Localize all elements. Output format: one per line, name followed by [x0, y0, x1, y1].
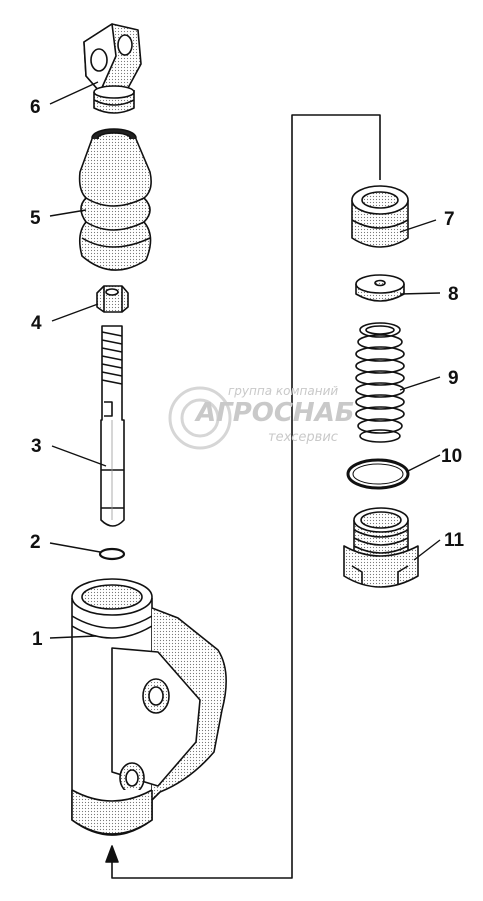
- callout-7: 7: [444, 209, 455, 230]
- part-4-nut: [96, 285, 129, 313]
- watermark-line2: АГРОСНАБ: [196, 398, 355, 428]
- watermark-line1: группа компаний: [228, 384, 339, 398]
- leader-lines: [49, 81, 441, 639]
- callout-3: 3: [31, 436, 42, 457]
- callout-2: 2: [30, 532, 41, 553]
- callout-11: 11: [444, 530, 465, 551]
- assembly-flow-line: [105, 114, 381, 879]
- callout-5: 5: [30, 208, 41, 229]
- part-2-ring: [98, 547, 126, 561]
- part-10-oring: [346, 458, 410, 490]
- part-9-spring: [355, 322, 405, 443]
- part-11-plug: [343, 507, 419, 588]
- callout-4: 4: [31, 313, 42, 334]
- part-6-clevis: [83, 23, 142, 114]
- part-1-body: [71, 578, 227, 836]
- callout-1: 1: [32, 629, 43, 650]
- watermark-line3: техсервис: [268, 430, 338, 445]
- callout-9: 9: [448, 368, 459, 389]
- callout-8: 8: [448, 284, 459, 305]
- callout-10: 10: [441, 446, 463, 467]
- part-3-rod: [100, 325, 125, 527]
- part-7-sleeve: [351, 185, 409, 248]
- watermark-logo: [168, 386, 232, 450]
- callout-6: 6: [30, 97, 41, 118]
- part-5-boot: [78, 128, 152, 271]
- part-8-disc: [355, 274, 405, 302]
